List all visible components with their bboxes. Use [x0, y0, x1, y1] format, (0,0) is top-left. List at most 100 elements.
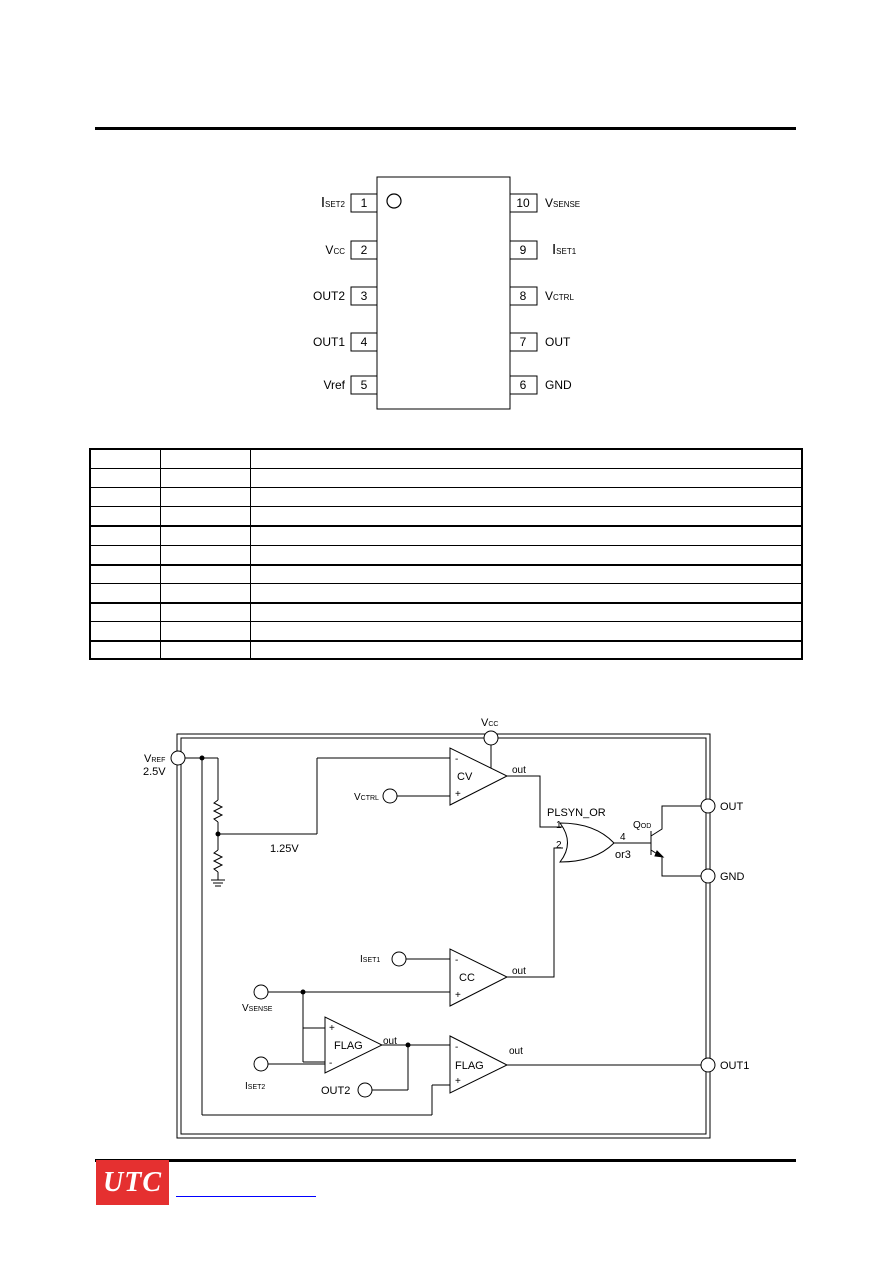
vref-terminal [170, 750, 186, 766]
resistor-top [212, 799, 224, 823]
pin-label: ISET2 [321, 194, 346, 211]
or-gate [558, 822, 615, 863]
pin-box [509, 286, 538, 306]
cv-plus: + [455, 789, 461, 800]
vref-value: 2.5V [143, 766, 166, 778]
flag2-plus: + [455, 1076, 461, 1087]
vref-label: VREF [144, 753, 165, 765]
gate-name: PLSYN_OR [547, 807, 606, 819]
pin-description-table [89, 448, 803, 660]
resistor-bottom [212, 849, 224, 873]
pin-box [350, 286, 378, 306]
pin-box [509, 332, 538, 352]
pin-out-label: OUT [720, 801, 744, 813]
cc-plus: + [455, 990, 461, 1001]
footer-link-underline[interactable] [176, 1196, 316, 1197]
pin-number: 10 [516, 196, 530, 210]
vsense-terminal [253, 984, 269, 1000]
table-row [91, 487, 801, 507]
flag2-minus: - [455, 1042, 458, 1053]
cc-out-label: out [512, 966, 526, 977]
table-row [91, 621, 801, 641]
iset1-terminal [391, 951, 407, 967]
pin-label: Vref [323, 378, 345, 392]
table-row [91, 525, 801, 546]
gate-in2: 2 [556, 840, 562, 851]
cv-minus: - [455, 754, 458, 765]
cv-amplifier [449, 747, 509, 806]
flag1-amplifier [324, 1016, 384, 1074]
cc-amplifier [449, 948, 509, 1007]
utc-logo: UTC [96, 1160, 169, 1205]
pin1-indicator [386, 193, 402, 209]
out1-terminal [700, 1057, 716, 1073]
vsense-label: VSENSE [242, 1003, 273, 1014]
flag1-text: FLAG [334, 1040, 363, 1052]
gnd-terminal [700, 868, 716, 884]
table-row [91, 602, 801, 623]
pin-label: VCC [325, 243, 345, 257]
cc-minus: - [455, 955, 458, 966]
pin-box [509, 193, 538, 213]
bottom-rule [95, 1159, 796, 1162]
out-terminal [700, 798, 716, 814]
pin-box [350, 193, 378, 213]
flag2-text: FLAG [455, 1060, 484, 1072]
pin-number: 8 [520, 289, 527, 303]
pin-box [350, 332, 378, 352]
diagram-inner-frame [180, 737, 707, 1135]
pin-box [509, 375, 538, 395]
pin-number: 4 [361, 335, 368, 349]
vcc-label: VCC [481, 717, 498, 729]
pin-label: ISET1 [552, 241, 577, 258]
cc-text: CC [459, 972, 475, 984]
flag1-minus: - [329, 1058, 332, 1069]
gate-in1: 1 [556, 820, 562, 831]
iset2-label: ISET2 [245, 1081, 265, 1092]
table-col-divider [160, 450, 161, 658]
pin-box [350, 375, 378, 395]
flag2-amplifier [449, 1035, 509, 1094]
vcc-terminal [483, 730, 499, 746]
table-row [91, 545, 801, 565]
pin-label: GND [545, 378, 572, 392]
transistor-label: QOD [633, 820, 651, 831]
table-row [91, 583, 801, 603]
pin-label: OUT2 [313, 289, 345, 303]
vctrl-label: VCTRL [354, 792, 379, 803]
pin-number: 2 [361, 243, 368, 257]
cv-text: CV [457, 771, 473, 783]
pin-label: OUT [545, 335, 571, 349]
iset1-label: ISET1 [360, 954, 380, 965]
table-row [91, 468, 801, 488]
pin-label: OUT1 [313, 335, 345, 349]
flag1-plus: + [329, 1023, 335, 1034]
flag2-out-label: out [509, 1046, 523, 1057]
out2-terminal [357, 1082, 373, 1098]
flag1-out-label: out [383, 1036, 397, 1047]
out2-label: OUT2 [321, 1085, 350, 1097]
divider-voltage: 1.25V [270, 843, 299, 855]
gate-out: 4 [620, 832, 626, 843]
pin-number: 1 [361, 196, 368, 210]
iset2-terminal [253, 1056, 269, 1072]
diagram-outer-frame [176, 733, 711, 1139]
pin-number: 7 [520, 335, 527, 349]
pin-label: VSENSE [545, 196, 580, 210]
ic-package-body [376, 176, 511, 410]
table-col-divider [250, 450, 251, 658]
table-row [91, 640, 801, 661]
pin-number: 9 [520, 243, 527, 257]
cv-out-label: out [512, 765, 526, 776]
table-row [91, 564, 801, 585]
pin-number: 5 [361, 378, 368, 392]
pin-out1-label: OUT1 [720, 1060, 749, 1072]
pin-label: VCTRL [545, 289, 574, 303]
pin-gnd-label: GND [720, 871, 745, 883]
table-row [91, 506, 801, 526]
top-rule [95, 127, 796, 130]
pin-number: 6 [520, 378, 527, 392]
pin-box [350, 240, 378, 260]
